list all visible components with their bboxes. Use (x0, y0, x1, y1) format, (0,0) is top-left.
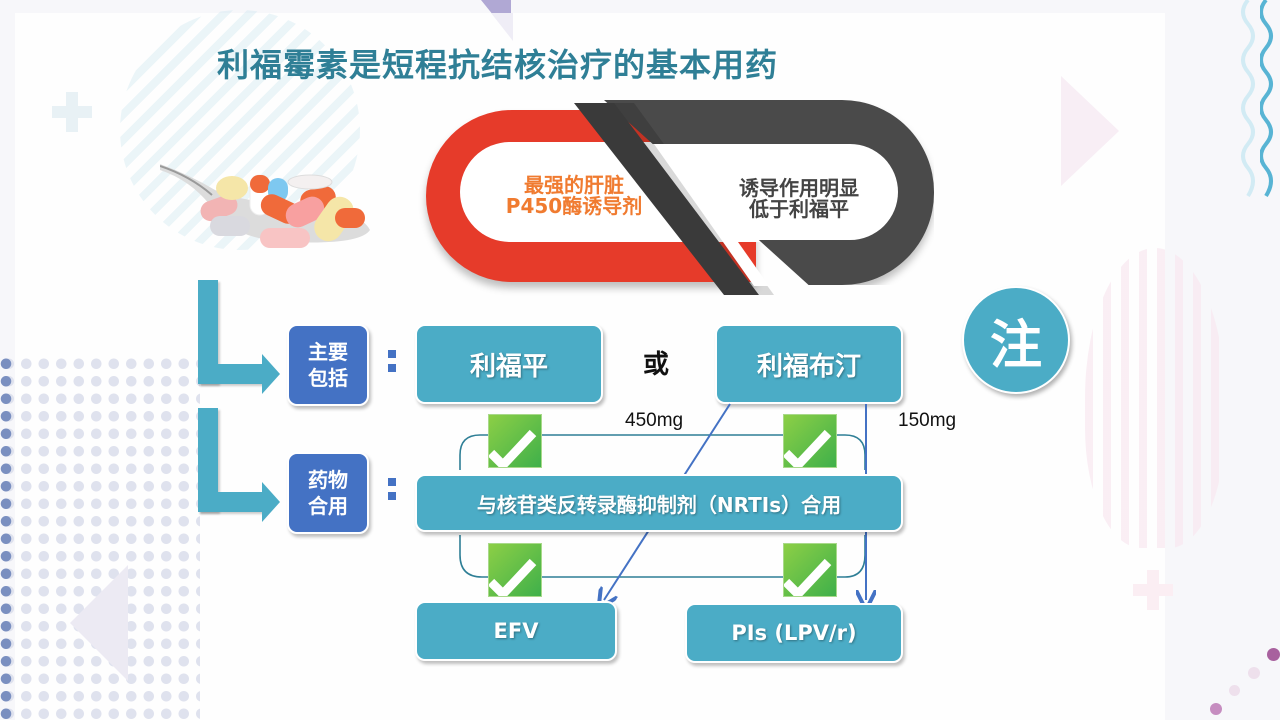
check-icon (488, 543, 542, 597)
efv-box: EFV (415, 601, 617, 661)
colon-marker (388, 350, 396, 378)
label-drug-combination: 药物 合用 (287, 452, 369, 534)
desc-line: 最强的肝脏 (524, 173, 624, 197)
check-icon (488, 414, 542, 468)
label-line: 合用 (308, 494, 348, 518)
rifampicin-dose: 450mg (625, 410, 684, 431)
or-connector: 或 (643, 350, 670, 380)
colon-marker (388, 478, 396, 506)
label-line: 药物 (308, 468, 348, 492)
bg-dot (1210, 703, 1222, 715)
loop-divider (574, 103, 774, 295)
nrti-box: 与核苷类反转录酶抑制剂（NRTIs）合用 (415, 474, 903, 532)
rifampicin-box: 利福平 (415, 324, 603, 404)
rifabutin-box: 利福布汀 (715, 324, 903, 404)
rifabutin-dose: 150mg (898, 410, 957, 431)
pills-spoon-image (160, 164, 370, 248)
label-main-includes: 主要 包括 (287, 324, 369, 406)
comparison-graphic: 最强的肝脏 P450酶诱导剂 诱导作用明显 低于利福平 (424, 100, 936, 300)
bg-triangle (1061, 76, 1119, 186)
bg-dot (1229, 685, 1240, 696)
bg-plus-icon (1133, 570, 1173, 610)
pis-box: PIs (LPV/r) (685, 603, 903, 663)
bg-wave-dark (1260, 0, 1273, 198)
desc-line: P450酶诱导剂 (505, 194, 643, 218)
rifabutin-description: 诱导作用明显 低于利福平 (704, 178, 894, 220)
label-line: 主要 (308, 340, 348, 364)
bg-dot (1267, 648, 1280, 661)
bg-pink-stripes (1085, 248, 1225, 548)
bg-plus-icon (52, 92, 92, 132)
label-line: 包括 (308, 366, 348, 390)
bg-triangle (70, 565, 128, 681)
check-icon (783, 414, 837, 468)
page-title: 利福霉素是短程抗结核治疗的基本用药 (217, 46, 779, 84)
bg-wave-light (1241, 0, 1255, 198)
desc-line: 诱导作用明显 (739, 176, 859, 200)
note-badge: 注 (962, 286, 1070, 394)
bg-dot-column (0, 355, 12, 720)
check-icon (783, 543, 837, 597)
bg-dot (1248, 667, 1260, 679)
desc-line: 低于利福平 (749, 197, 849, 221)
rifampicin-description: 最强的肝脏 P450酶诱导剂 (474, 175, 674, 217)
